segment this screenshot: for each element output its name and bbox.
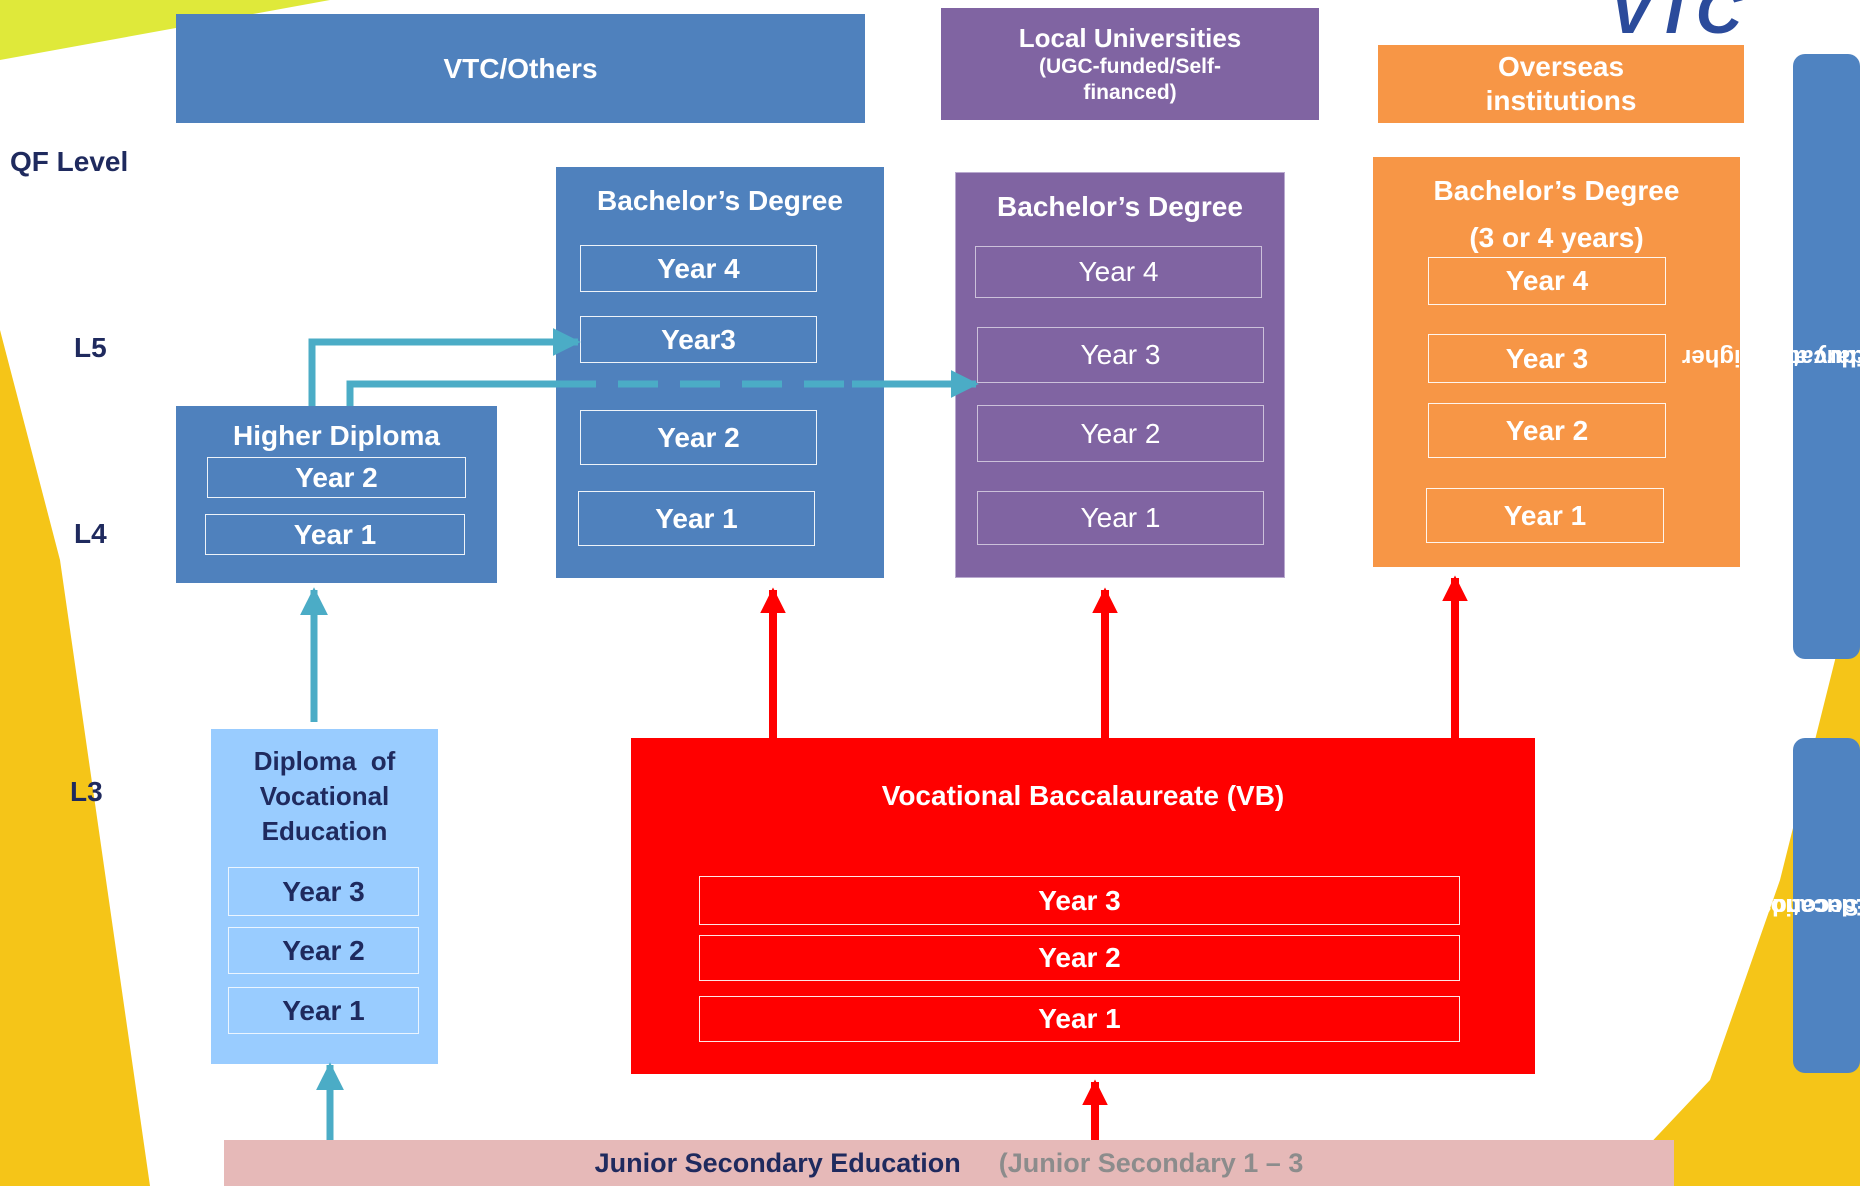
vtc-bachelor-year-3: Year3: [580, 316, 817, 363]
qf-level-title: QF Level: [10, 146, 129, 177]
vtc-bachelor-title: Bachelor’s Degree: [597, 185, 843, 216]
higher-diploma-panel: Higher Diploma: [176, 406, 497, 583]
dve-year-2: Year 2: [228, 927, 419, 974]
vb-title: Vocational Baccalaureate (VB): [881, 780, 1285, 811]
higher-diploma-year-2: Year 2: [207, 457, 466, 498]
header-local-universities-line3: financed): [1083, 80, 1177, 104]
local-bachelor-year-4: Year 4: [975, 246, 1262, 298]
header-vtc-others-label: VTC/Others: [443, 52, 598, 84]
qf-level-l3: L3: [70, 776, 103, 807]
vb-year-1: Year 1: [699, 996, 1460, 1042]
side-label-senior-secondary-line2: Education: [1756, 892, 1860, 920]
higher-diploma-year-1: Year 1: [205, 514, 465, 555]
vb-panel: Vocational Baccalaureate (VB): [631, 738, 1535, 1074]
junior-secondary-detail: (Junior Secondary 1 – 3: [998, 1147, 1304, 1178]
vtc-logo: VTC: [1610, 0, 1770, 47]
higher-diploma-title: Higher Diploma: [233, 420, 440, 451]
dve-panel: Diploma of Vocational Education: [211, 729, 438, 1064]
side-label-senior-secondary-text: Senior Secondary Education: [1736, 803, 1860, 1007]
header-overseas-line1: Overseas: [1497, 51, 1625, 83]
yellow-left-band-shape: [0, 330, 150, 1186]
overseas-bachelor-year-1: Year 1: [1426, 488, 1664, 543]
vtc-bachelor-panel: Bachelor’s Degree: [556, 167, 884, 578]
dve-title-line2: Vocational: [259, 781, 390, 811]
vtc-logo-text: VTC: [1610, 0, 1744, 47]
vtc-bachelor-year-4: Year 4: [580, 245, 817, 292]
local-bachelor-year-2: Year 2: [977, 405, 1264, 462]
junior-secondary-label: Junior Secondary Education: [594, 1147, 961, 1178]
qf-level-l5: L5: [74, 332, 107, 363]
local-bachelor-panel: Bachelor’s Degree: [955, 172, 1285, 578]
side-label-post-secondary-text: Post-secondary and Higher Education: [1682, 200, 1860, 512]
dve-title-line1: Diploma of: [253, 746, 396, 776]
qf-level-l4: L4: [74, 518, 107, 549]
header-local-universities-line1: Local Universities: [1018, 23, 1242, 54]
vtc-bachelor-year-1: Year 1: [578, 491, 815, 546]
overseas-bachelor-subtitle: (3 or 4 years): [1469, 222, 1644, 253]
overseas-bachelor-year-4: Year 4: [1428, 257, 1666, 305]
overseas-bachelor-year-3: Year 3: [1428, 334, 1666, 383]
local-bachelor-title: Bachelor’s Degree: [997, 191, 1243, 222]
header-local-universities-line2: (UGC-funded/Self-: [1039, 55, 1221, 79]
vb-year-2: Year 2: [699, 935, 1460, 981]
overseas-bachelor-title: Bachelor’s Degree: [1433, 175, 1680, 206]
local-bachelor-year-3: Year 3: [977, 327, 1264, 383]
vtc-bachelor-year-2: Year 2: [580, 410, 817, 465]
overseas-bachelor-year-2: Year 2: [1428, 403, 1666, 458]
header-vtc-others: VTC/Others: [176, 14, 865, 123]
overseas-bachelor-panel: Bachelor’s Degree (3 or 4 years): [1373, 157, 1740, 567]
header-overseas-line2: institutions: [1485, 85, 1637, 116]
header-overseas: Overseas institutions: [1378, 45, 1744, 123]
dve-year-1: Year 1: [228, 987, 419, 1034]
vb-year-3: Year 3: [699, 876, 1460, 925]
junior-secondary-bar: Junior Secondary Education (Junior Secon…: [224, 1140, 1674, 1186]
dve-title-line3: Education: [261, 816, 388, 846]
local-bachelor-year-1: Year 1: [977, 491, 1264, 545]
dve-year-3: Year 3: [228, 867, 419, 916]
side-label-senior-secondary: Senior Secondary Education: [1736, 738, 1860, 1073]
side-label-post-secondary: Post-secondary and Higher Education: [1682, 54, 1860, 659]
header-local-universities: Local Universities (UGC-funded/Self- fin…: [941, 8, 1319, 120]
side-label-post-secondary-line2: Education: [1756, 343, 1860, 371]
